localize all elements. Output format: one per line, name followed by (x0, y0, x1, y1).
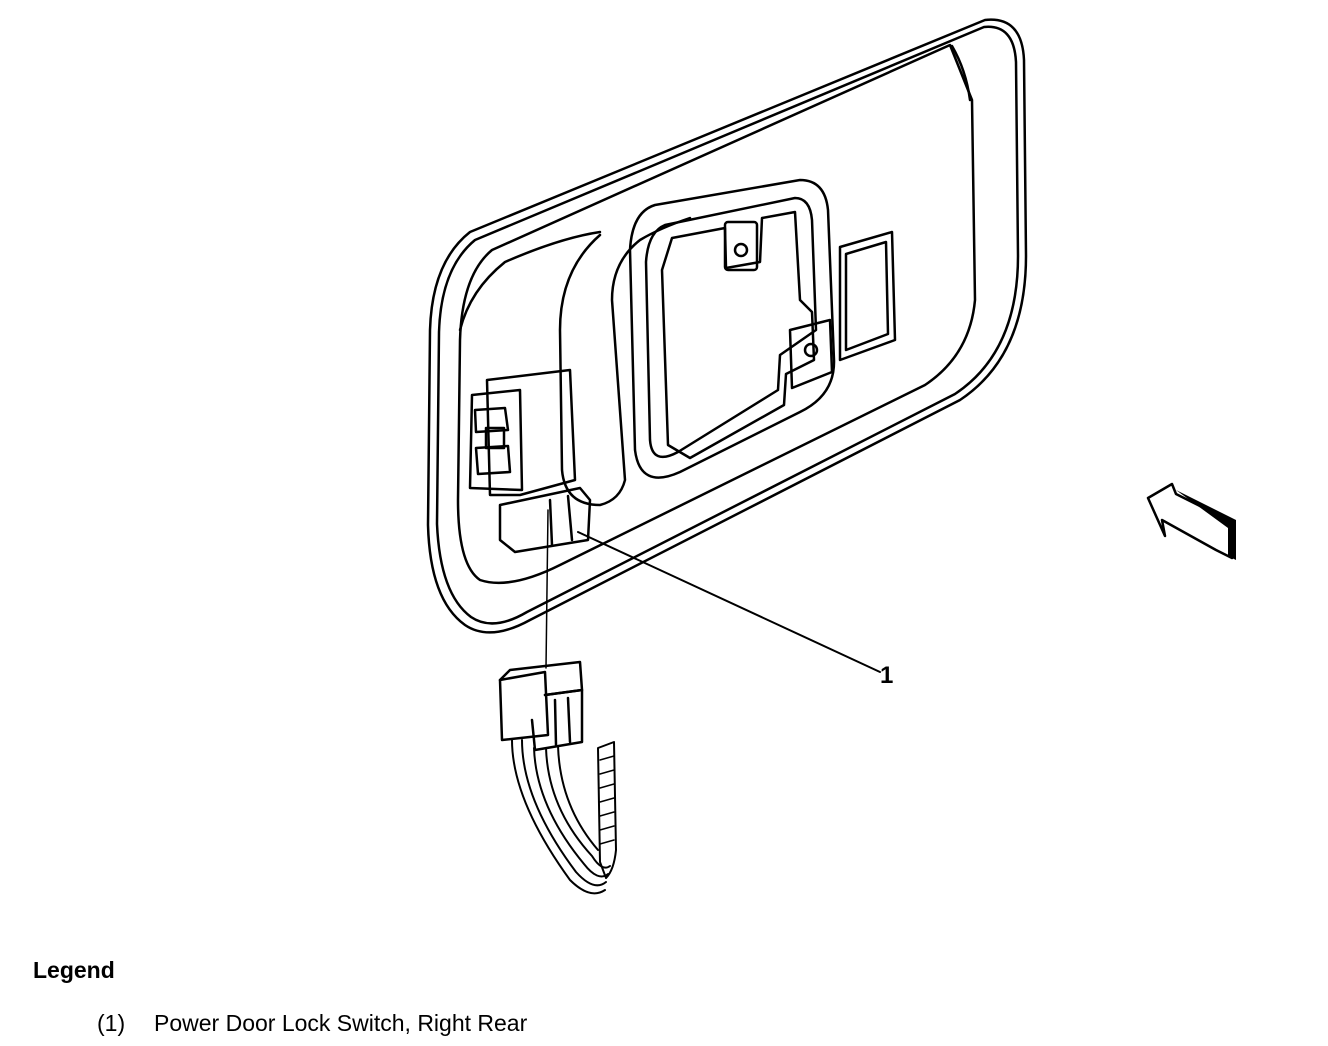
callout-1-leader (577, 531, 881, 673)
door-panel-diagram (426, 18, 1236, 895)
legend-title: Legend (33, 957, 115, 983)
connector-detail (553, 696, 572, 747)
panel-outer-edge-inner (435, 25, 1020, 625)
wire (511, 739, 606, 895)
wire-tape-wrap (597, 741, 617, 879)
switch-connector-detail (548, 494, 574, 547)
wire-tape-stripes (599, 755, 615, 845)
wire (557, 745, 599, 851)
power-door-lock-switch (468, 368, 592, 554)
connector-shell-left (498, 670, 550, 742)
harness-connector (498, 660, 584, 752)
wire (533, 747, 609, 878)
bezel-inner (644, 196, 818, 459)
mount-tab-top (723, 220, 759, 272)
arrow-shadow (1176, 490, 1236, 560)
wire-harness (511, 739, 617, 895)
screw-hole-lower (803, 342, 819, 358)
connector-shell-right (530, 688, 584, 752)
screw-hole-top (733, 242, 749, 258)
panel-outer-edge (426, 18, 1028, 634)
mount-tab-lower (788, 318, 834, 390)
legend-item-1: (1) Power Door Lock Switch, Right Rear (97, 1010, 527, 1037)
storage-pocket (838, 230, 897, 362)
bezel-opening (660, 210, 816, 460)
armrest-outline-2 (458, 230, 602, 332)
legend-item-text: Power Door Lock Switch, Right Rear (154, 1010, 528, 1036)
panel-recess (456, 43, 977, 585)
switch-rocker-1 (473, 406, 510, 434)
window-switch-bezel (628, 178, 836, 479)
assembly-line (545, 509, 549, 669)
switch-connector-housing (498, 486, 592, 554)
wire (521, 739, 607, 887)
wire (545, 747, 611, 869)
armrest-outline (558, 216, 692, 507)
armrest-area (458, 216, 692, 507)
legend-item-number: (1) (97, 1010, 126, 1036)
switch-center-slot (484, 426, 506, 450)
switch-face (468, 388, 524, 492)
view-direction-arrow-icon (1146, 482, 1236, 560)
bezel-outer (628, 178, 836, 479)
storage-pocket-inner (844, 240, 890, 352)
switch-body (485, 368, 577, 497)
callout-1-label: 1 (880, 662, 894, 689)
switch-rocker-2 (474, 444, 512, 476)
door-trim-panel (426, 18, 1028, 634)
panel-recess-bevel (950, 44, 972, 102)
